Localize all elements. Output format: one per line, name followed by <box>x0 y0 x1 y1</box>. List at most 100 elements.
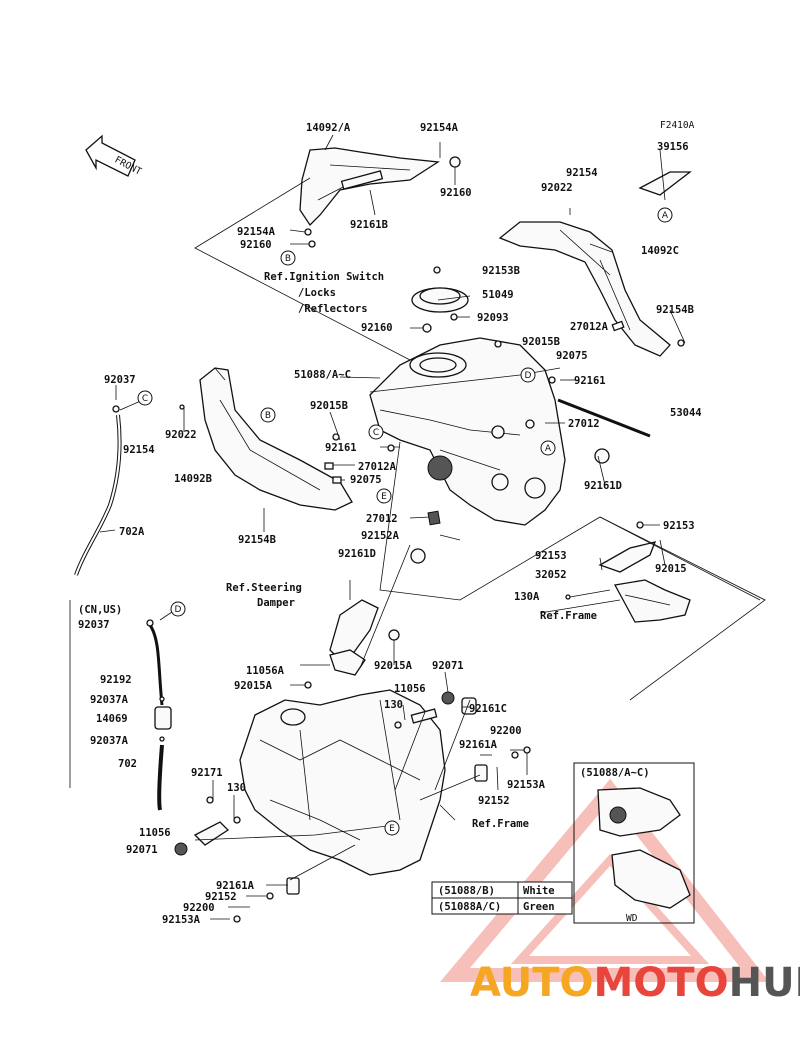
svg-text:A: A <box>545 444 552 454</box>
svg-text:D: D <box>525 371 532 381</box>
label-92161a-r: 92161A <box>459 739 498 751</box>
ref-steering-1: Ref.Steering <box>226 582 302 594</box>
label-92071-r: 92071 <box>432 660 464 672</box>
watermark-text: AUTOMOTOHUB <box>470 960 800 1006</box>
label-92153a-l: 92153A <box>162 914 201 926</box>
label-51049: 51049 <box>482 289 514 301</box>
label-92093: 92093 <box>477 312 509 324</box>
label-27012-l: 27012 <box>366 513 398 525</box>
callout-a-tank: A <box>540 440 556 456</box>
watermark-part-1: AUTO <box>470 960 594 1006</box>
cn-us-label-5: 92037A <box>90 735 129 747</box>
svg-text:C: C <box>373 428 379 438</box>
watermark-part-2: MOTO <box>594 960 729 1006</box>
callout-a-right: A <box>657 207 673 223</box>
svg-text:B: B <box>285 254 291 264</box>
fuel-tank <box>369 337 566 526</box>
label-92161a-l: 92161A <box>216 880 255 892</box>
bracket-32052 <box>598 541 691 623</box>
label-92161c: 92161C <box>469 703 507 715</box>
label-92152a: 92152A <box>361 530 400 542</box>
label-92075-r: 92075 <box>556 350 588 362</box>
label-51088: 51088/A~C <box>294 369 351 381</box>
label-130-l: 130 <box>227 782 246 794</box>
part-labels: 14092/A 92154A 92160 92161B 92154A 92160… <box>104 122 702 926</box>
svg-text:A: A <box>662 211 669 221</box>
label-92161b: 92161B <box>350 219 388 231</box>
label-92015-r: 92015 <box>655 563 687 575</box>
label-32052: 32052 <box>535 569 567 581</box>
svg-text:B: B <box>265 411 271 421</box>
cn-us-title: (CN,US) <box>78 604 122 616</box>
color-row-2-part: (51088A/C) <box>438 901 501 913</box>
label-11056-r: 11056 <box>394 683 426 695</box>
label-92075-l: 92075 <box>350 474 382 486</box>
svg-text:E: E <box>389 824 395 834</box>
label-92015b-top: 92015B <box>522 336 560 348</box>
label-92015a-l: 92015A <box>234 680 273 692</box>
cn-us-label-1: 92037 <box>78 619 110 631</box>
label-92161-r: 92161 <box>574 375 606 387</box>
ref-ignition-3: /Reflectors <box>298 303 368 315</box>
label-92154b-l: 92154B <box>238 534 276 546</box>
label-27012a-r: 27012A <box>570 321 609 333</box>
label-14092b: 14092B <box>174 473 212 485</box>
cn-us-label-2: 92192 <box>100 674 132 686</box>
label-702a: 702A <box>119 526 145 538</box>
callout-d-box: D <box>170 601 186 617</box>
label-39156: 39156 <box>657 141 689 153</box>
label-92160-top: 92160 <box>440 187 472 199</box>
pad-39156 <box>638 171 692 196</box>
hardware-marks <box>112 156 685 923</box>
cn-us-label-6: 702 <box>118 758 137 770</box>
cover-14092c <box>498 221 671 357</box>
label-92154-l: 92154 <box>123 444 155 456</box>
label-92071-l: 92071 <box>126 844 158 856</box>
callout-c-tank: C <box>368 424 384 440</box>
variant-box-title: (51088/A~C) <box>580 767 650 779</box>
label-11056-l: 11056 <box>139 827 171 839</box>
label-92022-r: 92022 <box>541 182 573 194</box>
ref-steering-2: Damper <box>257 597 295 609</box>
callout-c-left: C <box>137 390 153 406</box>
grommet-92161d-left <box>410 548 426 564</box>
label-92154-r: 92154 <box>566 167 598 179</box>
label-92160-mid: 92160 <box>361 322 393 334</box>
label-92152-r: 92152 <box>478 795 510 807</box>
ref-frame-bottom: Ref.Frame <box>472 818 529 830</box>
variant-box: (51088/A~C) WD <box>573 762 695 924</box>
label-92161d-l: 92161D <box>338 548 376 560</box>
leader-lines <box>99 134 766 920</box>
label-27012-r: 27012 <box>568 418 600 430</box>
svg-text:C: C <box>142 394 148 404</box>
label-92153a-r: 92153A <box>507 779 546 791</box>
label-92154b-r: 92154B <box>656 304 694 316</box>
color-row-1-part: (51088/B) <box>438 885 495 897</box>
label-92154a-top: 92154A <box>420 122 459 134</box>
label-14092a: 14092/A <box>306 122 351 134</box>
label-11056a: 11056A <box>246 665 285 677</box>
color-row-1-color: White <box>523 885 555 897</box>
label-92153-r: 92153 <box>663 520 695 532</box>
label-14092c: 14092C <box>641 245 679 257</box>
label-92200-r: 92200 <box>490 725 522 737</box>
cn-us-label-3: 92037A <box>90 694 129 706</box>
cn-us-box: (CN,US) 92037 92192 92037A 14069 92037A … <box>69 600 172 811</box>
rod-53044 <box>557 398 651 438</box>
cover-14092b <box>199 367 353 511</box>
reference-labels: Ref.Ignition Switch /Locks /Reflectors R… <box>226 271 597 830</box>
label-92022-l: 92022 <box>165 429 197 441</box>
label-27012a-l: 27012A <box>358 461 397 473</box>
svg-text:AUTOMOTOHUB: AUTOMOTOHUB <box>470 960 800 1006</box>
ref-ignition-1: Ref.Ignition Switch <box>264 271 384 283</box>
color-table: (51088/B) White (51088A/C) Green <box>431 881 573 915</box>
label-130-r: 130 <box>384 699 403 711</box>
label-92153b: 92153B <box>482 265 520 277</box>
label-92200-l: 92200 <box>183 902 215 914</box>
label-92161-mid: 92161 <box>325 442 357 454</box>
label-92160-left: 92160 <box>240 239 272 251</box>
grommet-92161d <box>594 448 610 464</box>
label-92037-l: 92037 <box>104 374 136 386</box>
front-arrow-icon: FRONT <box>85 134 143 178</box>
label-92015a-r: 92015A <box>374 660 413 672</box>
